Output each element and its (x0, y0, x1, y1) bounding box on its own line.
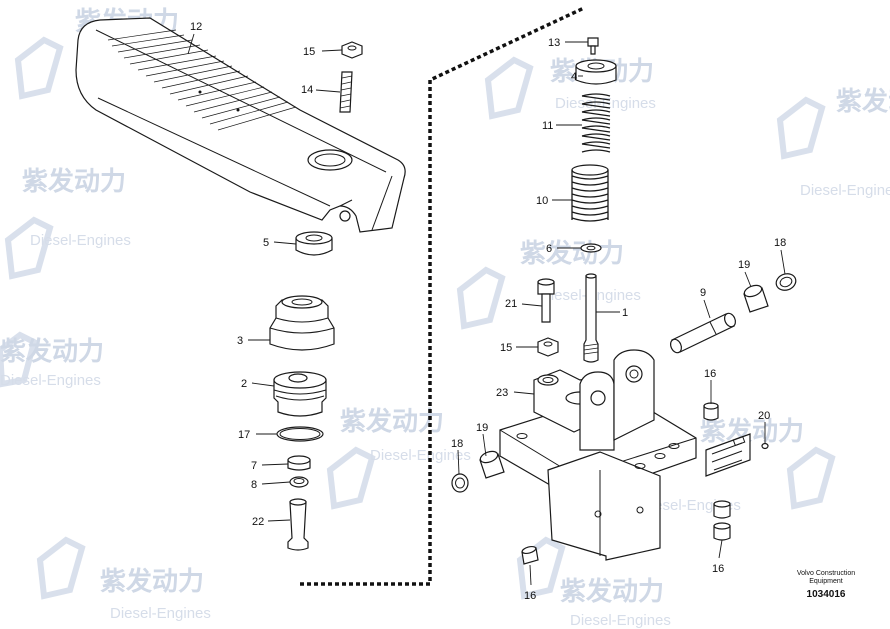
callout-23: 23 (496, 387, 508, 399)
watermark-6: 紫发动力 Diesel-Engines (0, 331, 104, 389)
callout-17: 17 (238, 429, 250, 441)
watermark-2: 紫发动力 Diesel-Engines (484, 56, 656, 120)
watermark-cn-7: 紫发动力 (340, 406, 444, 436)
spring-10 (571, 164, 609, 222)
nut-15-bottom (537, 337, 559, 357)
pin-9 (669, 312, 737, 354)
boot-3 (269, 295, 335, 351)
bushing-16-mid-a (713, 500, 731, 519)
callout-18-right: 18 (774, 237, 786, 249)
callout-22: 22 (252, 516, 264, 528)
callout-9: 9 (700, 287, 706, 299)
leader-lines (187, 33, 786, 586)
rod-1 (583, 273, 599, 363)
callout-16-top: 16 (704, 368, 716, 380)
brand-line-2: Equipment (809, 578, 843, 585)
bracket-23 (499, 349, 697, 561)
pin-22 (287, 498, 309, 551)
stud-14 (339, 71, 353, 113)
bushing-16-bottom (521, 545, 539, 565)
spring-11 (581, 93, 611, 153)
callout-19-right: 19 (738, 259, 750, 271)
watermark-en-3: Diesel-Engines (30, 232, 131, 249)
watermark-en-5: Diesel-Engines (800, 182, 890, 199)
callout-1: 1 (622, 307, 628, 319)
watermark-5: 紫发动力 Diesel-Engines (776, 86, 890, 199)
watermark-cn-3: 紫发动力 (22, 166, 126, 196)
callout-21: 21 (505, 298, 517, 310)
callout-7: 7 (251, 460, 257, 472)
pedal-12 (75, 17, 406, 233)
watermark-en-10: Diesel-Engines (570, 612, 671, 629)
washer-18-left (451, 473, 469, 493)
cap-4 (575, 59, 617, 85)
nut-15-top (341, 41, 363, 59)
callout-12: 12 (190, 21, 202, 33)
callout-13: 13 (548, 37, 560, 49)
watermark-cn-9: 紫发动力 (100, 566, 204, 596)
callout-19-left: 19 (476, 422, 488, 434)
watermark-cn-4: 紫发动力 (520, 238, 624, 268)
callout-labels: 12 15 14 5 3 2 17 7 8 22 13 4 11 10 6 1 … (190, 21, 786, 602)
bushing-5 (295, 231, 333, 256)
callout-2: 2 (241, 378, 247, 390)
watermark-en-7: Diesel-Engines (370, 447, 471, 464)
bushing-16-top (703, 402, 719, 421)
watermark-cn-8: 紫发动力 (700, 416, 804, 446)
callout-3: 3 (237, 335, 243, 347)
callout-18-left: 18 (451, 438, 463, 450)
washer-8 (289, 476, 309, 488)
watermark-10: 紫发动力 Diesel-Engines (516, 536, 671, 629)
callout-4: 4 (571, 71, 577, 83)
callout-16-right: 16 (712, 563, 724, 575)
drawing-number: 1034016 (807, 589, 846, 600)
callout-20: 20 (758, 410, 770, 422)
rivet-20 (761, 442, 769, 450)
housing-2 (273, 371, 327, 417)
brand-line-1: Volvo Construction (797, 570, 855, 577)
watermark-7: 紫发动力 Diesel-Engines (326, 406, 471, 510)
watermark-cn-5: 紫发动力 (836, 86, 890, 116)
callout-11: 11 (542, 120, 553, 132)
watermark-3: 紫发动力 Diesel-Engines (4, 166, 131, 280)
watermark-en-6: Diesel-Engines (0, 372, 101, 389)
callout-8: 8 (251, 479, 257, 491)
bushing-19-left (479, 450, 505, 479)
watermark-cn-6: 紫发动力 (0, 336, 104, 366)
watermark-en-9: Diesel-Engines (110, 605, 211, 622)
brand-block: Volvo Construction Equipment 1034016 (797, 570, 855, 600)
callout-5: 5 (263, 237, 269, 249)
watermark-9: 紫发动力 Diesel-Engines (36, 536, 211, 622)
callout-10: 10 (536, 195, 548, 207)
assembly-boundary-line (300, 6, 585, 586)
spacer-7 (287, 455, 311, 471)
callout-6: 6 (546, 243, 552, 255)
o-ring-17 (276, 426, 324, 442)
bolt-21 (537, 278, 555, 323)
plate-20 (705, 433, 751, 477)
callout-15-top: 15 (303, 46, 315, 58)
bushing-16-mid-b (713, 522, 731, 541)
watermark-cn-10: 紫发动力 (560, 576, 664, 606)
screw-13 (587, 37, 599, 55)
bushing-19-right (743, 284, 769, 313)
washer-18-right (775, 273, 797, 291)
washer-6 (580, 243, 602, 253)
callout-16-bottom: 16 (524, 590, 536, 602)
callout-15-bottom: 15 (500, 342, 512, 354)
callout-14: 14 (301, 84, 313, 96)
